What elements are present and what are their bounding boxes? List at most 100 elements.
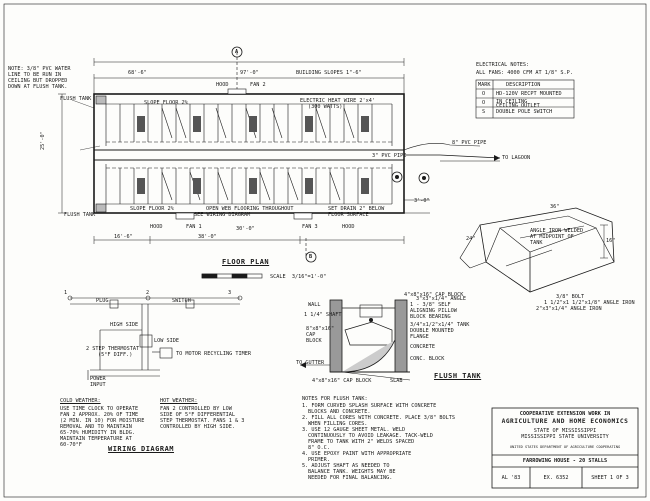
wiring-thermo-2: (5°F DIFF.) — [98, 352, 133, 358]
electrical-table — [475, 79, 575, 119]
electrical-row-2-desc: IN CEILING — [496, 99, 528, 105]
section-a-text: A — [235, 49, 239, 55]
wiring-fan-2: 2 — [146, 290, 150, 296]
flush-note-10: PRIMER. — [308, 457, 330, 463]
water-note-line-4: DOWN AT FLUSH TANK. — [8, 84, 68, 90]
wall-label: WALL — [308, 302, 321, 308]
cold-weather-3: (2 MIN. IN 10) FOR MOISTURE — [60, 418, 145, 424]
tank-bolt: 3/8" BOLT — [556, 294, 585, 300]
set-drain-line-1: SET DRAIN 2" BELOW — [328, 206, 385, 212]
sheet-border — [3, 3, 647, 498]
floor-plan-scale: SCALE 3/16"=1'-0" — [270, 274, 327, 280]
dim-width: 25'-0" — [40, 131, 46, 150]
electrical-row-1-desc: HD-120V RECPT MOUNTED — [496, 91, 562, 97]
to-lagoon: TO LAGOON — [502, 155, 531, 161]
fan-3-label: FAN 3 — [302, 224, 318, 230]
hood-bottom-2: HOOD — [342, 224, 355, 230]
wiring-title: WIRING DIAGRAM — [108, 445, 175, 453]
dim-building-slope: BUILDING SLOPES 1"-6" — [296, 70, 362, 76]
angle-3-label: 3"x3"x1/4" ANGLE — [416, 296, 466, 302]
hot-weather-1: FAN 2 CONTROLLED BY LOW — [160, 406, 232, 412]
cold-weather-7: 60-70°F — [60, 442, 82, 448]
section-b-marker — [305, 251, 317, 263]
wiring-power-2: INPUT — [90, 382, 106, 388]
electrical-row-4-desc: DOUBLE POLE SWITCH — [496, 109, 553, 115]
section-b-text: B — [309, 254, 313, 260]
hood-bottom-1: HOOD — [150, 224, 163, 230]
slope-bottom-label: SLOPE FLOOR 2% — [130, 206, 174, 212]
tank-angle-1: 1 1/2"x1 1/2"x1/8" ANGLE IRON — [544, 300, 635, 306]
tb-line-5: UNITED STATES DEPARTMENT OF AGRICULTURE … — [509, 445, 621, 449]
angle-note-3: TANK — [530, 240, 543, 246]
top-stall-row — [119, 104, 373, 142]
tank-dim-right: 16" — [606, 238, 616, 244]
tank-desc-1: 3/4"x1/2"x1/4" TANK — [410, 322, 470, 328]
concrete-label: CONCRETE — [410, 344, 435, 350]
wiring-thermo-1: 2 STEP THERMOSTAT — [86, 346, 140, 352]
cold-weather-5: 65-70% HUMIDITY IN BLDG. — [60, 430, 135, 436]
flush-tank-bottom-symbol — [95, 203, 107, 213]
pvc-pipe-outer: 8" PVC PIPE — [452, 140, 487, 146]
fan-1-label: FAN 1 — [186, 224, 202, 230]
tb-project: FARROWING HOUSE - 20 STALLS — [522, 458, 608, 464]
block-left-1: 8"x8"x16" — [306, 326, 335, 332]
scale-bar — [201, 273, 263, 279]
tb-date: AL '83 — [501, 475, 521, 481]
flush-tank-label-top: FLUSH TANK — [60, 96, 92, 102]
electrical-row-3-mark: O — [482, 100, 486, 106]
hot-weather-2: SIDE OF 5°F DIFFERENTIAL — [160, 412, 235, 418]
water-note-line-3: CEILING BUT DROPPED — [8, 78, 68, 84]
wiring-power-1: POWER — [90, 376, 106, 382]
shaft-label: 1 1/4" SHAFT — [304, 312, 342, 318]
flush-notes-heading: NOTES FOR FLUSH TANK: — [302, 396, 368, 402]
drain-right — [391, 171, 403, 183]
set-drain-line-2: FLOOR SURFACE — [328, 212, 369, 218]
tank-desc-2: DOUBLE MOUNTED — [410, 328, 454, 334]
floor-plan-title: FLOOR PLAN — [222, 258, 270, 266]
tb-line-1: COOPERATIVE EXTENSION WORK IN — [519, 411, 611, 417]
open-web-label: OPEN WEB FLOORING THROUGHOUT — [206, 206, 294, 212]
angle-note-2: AT MIDPOINT OF — [530, 234, 574, 240]
dim-30: 30'-0" — [236, 226, 255, 232]
hot-weather-4: CONTROLLED BY HIGH SIDE. — [160, 424, 235, 430]
electrical-fans: ALL FANS: 4000 CFM AT 1/8" S.P. — [476, 70, 573, 76]
tank-dim-side: 24" — [466, 236, 476, 242]
electrical-heading: ELECTRICAL NOTES: — [476, 62, 530, 68]
electrical-row-1-mark: O — [482, 91, 486, 97]
fan-2-label: FAN 2 — [250, 82, 266, 88]
flush-note-4: WHEN FILLING CORES. — [308, 421, 368, 427]
wiring-switch: SWITCH — [172, 298, 191, 304]
flush-note-12: BALANCE TANK. WEIGHTS MAY BE — [308, 469, 396, 475]
dim-38: 38'-0" — [198, 234, 217, 240]
flush-tank-section — [300, 299, 411, 381]
flush-tank-isometric — [459, 207, 615, 293]
electrical-col-desc: DESCRIPTION — [506, 82, 541, 88]
wiring-low-side: LOW SIDE — [154, 338, 179, 344]
flush-note-9: 4. USE EPOXY PAINT WITH APPROPRIATE — [302, 451, 412, 457]
dim-right: 3'-0" — [414, 198, 430, 204]
flush-note-6: CONTINUOUSLY TO AVOID LEAKAGE. TACK-WELD — [308, 433, 433, 439]
tb-sheet: SHEET 1 OF 3 — [591, 475, 629, 481]
electrical-col-mark: MARK — [478, 82, 491, 88]
see-wiring-label: SEE WIRING DIAGRAM — [194, 212, 251, 218]
conc-block-label: CONC. BLOCK — [410, 356, 445, 362]
block-left-3: BLOCK — [306, 338, 322, 344]
pillow-line-3: BLOCK BEARING — [410, 314, 451, 320]
wiring-fan-3: 3 — [228, 290, 232, 296]
slab-label: SLAB — [390, 378, 403, 384]
flush-note-3: 2. FILL ALL CORES WITH CONCRETE. PLACE 3… — [302, 415, 456, 421]
wiring-diagram — [67, 295, 243, 380]
cap-block-top: 4"x8"x16" CAP BLOCK — [404, 292, 464, 298]
tb-line-2: AGRICULTURE AND HOME ECONOMICS — [501, 418, 629, 425]
wiring-high-side: HIGH SIDE — [110, 322, 139, 328]
tb-line-4: MISSISSIPPI STATE UNIVERSITY — [521, 434, 609, 440]
water-note-line-1: NOTE: 3/8" PVC WATER — [8, 66, 71, 72]
flush-note-11: 5. ADJUST SHAFT AS NEEDED TO — [302, 463, 390, 469]
pillow-line-2: ALIGNING PILLOW — [410, 308, 457, 314]
slope-top-label: SLOPE FLOOR 2% — [144, 100, 188, 106]
tank-angle-2: 2"x3"x1/4" ANGLE IRON — [536, 306, 602, 312]
cold-weather-4: REMOVAL AND TO MAINTAIN — [60, 424, 132, 430]
hood-top-label: HOOD — [216, 82, 229, 88]
cap-block-bottom: 4"x8"x16" CAP BLOCK — [312, 378, 372, 384]
